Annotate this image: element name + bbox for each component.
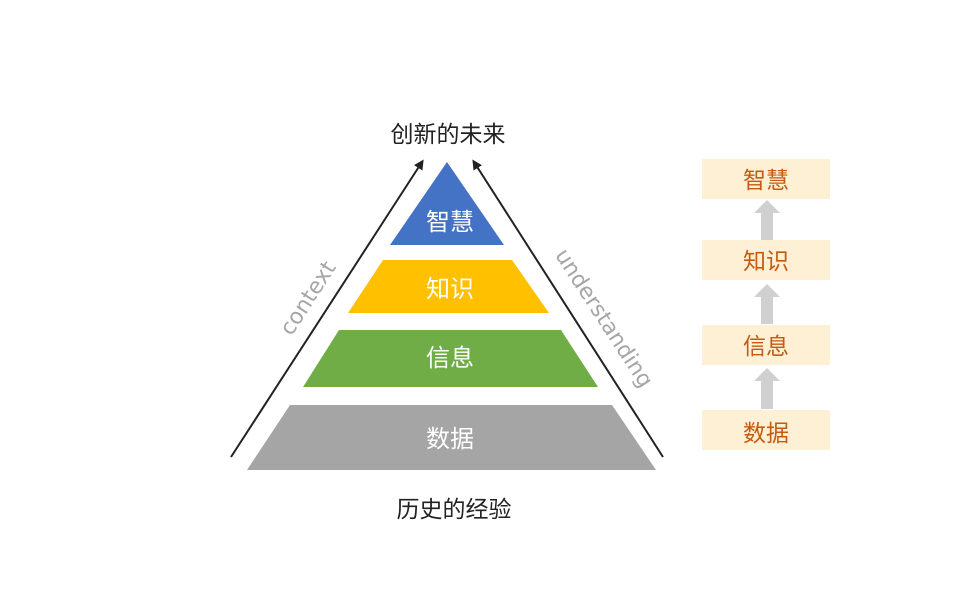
pyramid-tier-information-label: 信息 — [426, 344, 474, 372]
context-label: context — [275, 257, 341, 340]
pyramid-tier-knowledge-label: 知识 — [426, 275, 474, 303]
stack-arrow-up-icon — [754, 200, 780, 240]
stack-box-data-label: 数据 — [743, 421, 789, 447]
stack-box-data — [702, 410, 830, 450]
left-arrow — [230, 159, 424, 458]
stack-box-knowledge — [702, 240, 830, 280]
stack-box-wisdom — [702, 159, 830, 199]
pyramid-tier-data-label: 数据 — [426, 425, 474, 453]
stack-box-information — [702, 325, 830, 365]
stack-box-information-label: 信息 — [743, 334, 789, 360]
bottom-caption: 历史的经验 — [397, 497, 512, 523]
stack-arrow-up-icon — [754, 368, 780, 409]
pyramid-tier-information — [303, 330, 598, 387]
pyramid-tier-wisdom-label: 智慧 — [426, 208, 474, 236]
stack-box-knowledge-label: 知识 — [743, 249, 789, 275]
stack-box-wisdom-label: 智慧 — [743, 168, 789, 194]
right-arrow — [472, 159, 664, 458]
pyramid-tier-knowledge — [348, 260, 549, 313]
stack-arrow-up-icon — [754, 284, 780, 324]
top-caption: 创新的未来 — [391, 122, 506, 148]
pyramid-tier-wisdom — [390, 162, 504, 245]
pyramid-tier-data — [247, 405, 656, 470]
